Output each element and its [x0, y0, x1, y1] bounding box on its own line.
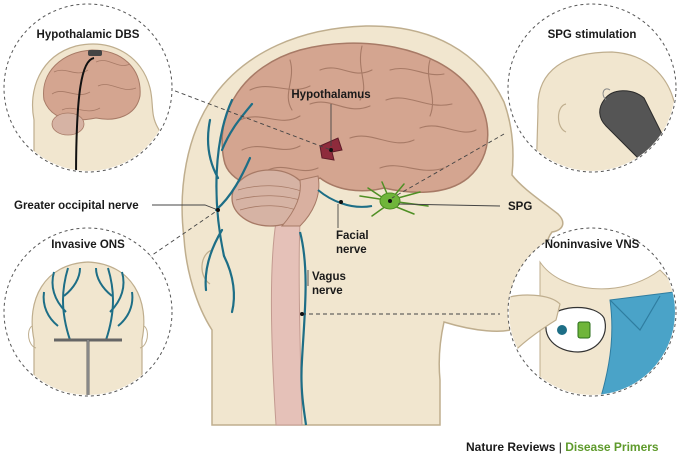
leader-occipital: [152, 204, 219, 211]
brain: [221, 42, 489, 227]
footer-series: Disease Primers: [565, 440, 659, 454]
label-noninvasive-vns: Noninvasive VNS: [545, 239, 640, 251]
greater-occipital-nerve: [204, 98, 254, 314]
brainstem: [280, 175, 320, 227]
footer-journal: Nature Reviews: [466, 440, 556, 454]
leader-ons: [141, 209, 219, 263]
inset-spg-stimulation: SPG stimulation: [507, 3, 677, 173]
inset-hypothalamic-dbs: Hypothalamic DBS: [3, 3, 173, 173]
label-greater-occipital-nerve: Greater occipital nerve: [14, 200, 139, 212]
label-hypothalamus: Hypothalamus: [291, 89, 370, 101]
leader-spg-stim: [391, 133, 505, 199]
label-invasive-ons: Invasive ONS: [51, 239, 125, 251]
vns-device: [545, 307, 606, 353]
shirt: [599, 289, 675, 395]
label-spg: SPG: [508, 201, 532, 213]
label-spg-stimulation: SPG stimulation: [548, 29, 637, 41]
vagus-nerve: [298, 231, 308, 426]
label-facial-nerve-line1: Facial: [336, 230, 369, 242]
label-vagus-nerve-line1: Vagus: [312, 271, 346, 283]
leader-dbs: [161, 85, 332, 151]
label-hypothalamic-dbs: Hypothalamic DBS: [37, 29, 140, 41]
inset-noninvasive-vns: Noninvasive VNS: [507, 227, 677, 397]
footer-separator: |: [558, 440, 562, 454]
footer-credit: Nature Reviews | Disease Primers: [466, 440, 659, 454]
spinal-cord: [271, 221, 303, 426]
label-facial-nerve-line2: nerve: [336, 244, 367, 256]
inset-invasive-ons: Invasive ONS: [3, 227, 173, 397]
leader-spg: [397, 203, 501, 207]
label-vagus-nerve-line2: nerve: [312, 285, 343, 297]
ear: [201, 249, 213, 285]
